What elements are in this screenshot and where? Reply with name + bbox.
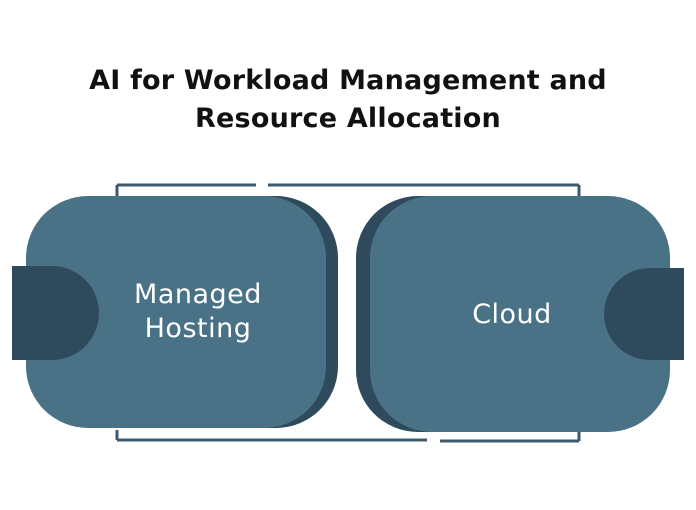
- managed-hosting-label: Managed Hosting: [98, 278, 298, 346]
- right-tab: [604, 268, 684, 360]
- title-line-2: Resource Allocation: [195, 103, 501, 134]
- right-block: [370, 196, 670, 432]
- cloud-line-1: Cloud: [472, 299, 552, 330]
- left-tab: [12, 266, 99, 360]
- title-line-1: AI for Workload Management and: [89, 65, 607, 96]
- diagram-title: AI for Workload Management and Resource …: [0, 62, 696, 138]
- managed-hosting-line-1: Managed: [134, 279, 262, 310]
- connector-bracket: [115, 183, 581, 443]
- left-block: [26, 196, 326, 428]
- managed-hosting-line-2: Hosting: [144, 313, 252, 344]
- cloud-label: Cloud: [412, 298, 612, 332]
